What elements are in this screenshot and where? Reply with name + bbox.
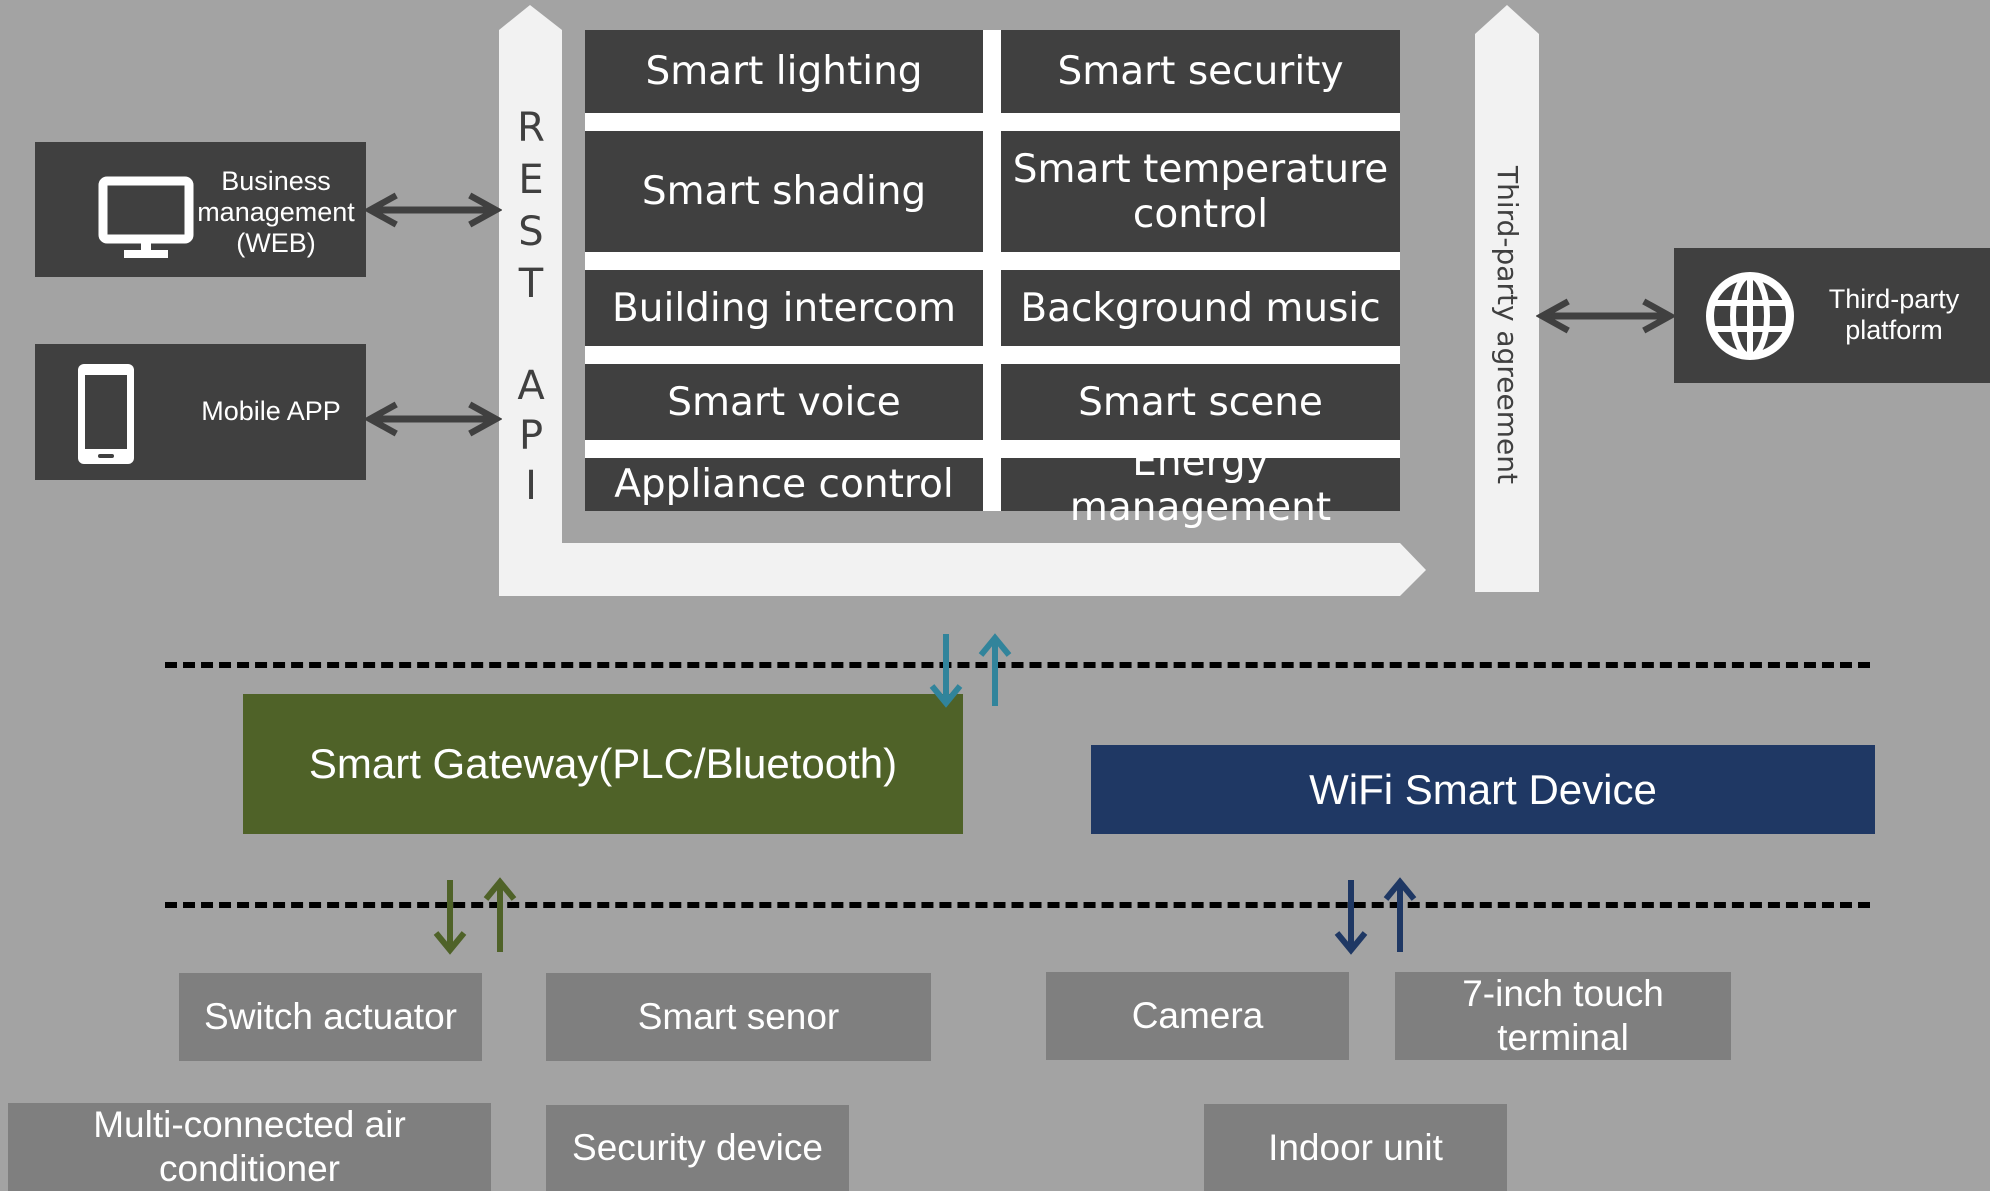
rest-api-label: R E S T A P I	[499, 104, 563, 524]
separator-line-bottom	[165, 902, 1870, 908]
device-camera: Camera	[1046, 972, 1349, 1060]
wifi-smart-device-box: WiFi Smart Device	[1091, 745, 1875, 834]
gateway-device-arrows	[433, 877, 517, 955]
function-smart-voice: Smart voice	[585, 364, 983, 440]
device-air-conditioner: Multi-connected air conditioner	[8, 1103, 491, 1191]
business-label-line-3: (WEB)	[236, 228, 316, 258]
platform-label-line-2: platform	[1845, 315, 1943, 345]
function-appliance-control: Appliance control	[585, 458, 983, 511]
api-letter-p: P	[518, 413, 544, 459]
function-smart-security: Smart security	[1001, 30, 1400, 113]
function-smart-scene: Smart scene	[1001, 364, 1400, 440]
device-security-device: Security device	[546, 1105, 849, 1191]
globe-icon	[1706, 272, 1794, 360]
mobile-app-label: Mobile APP	[201, 396, 341, 426]
device-switch-actuator: Switch actuator	[179, 973, 482, 1061]
platform-label-line-1: Third-party	[1828, 284, 1960, 314]
function-smart-shading: Smart shading	[585, 131, 983, 252]
api-letter-a: A	[517, 363, 545, 409]
device-smart-senor: Smart senor	[546, 973, 931, 1061]
cloud-gateway-arrows	[929, 633, 1012, 708]
rest-letter-t: T	[518, 261, 544, 307]
api-letter-i: I	[525, 463, 537, 509]
rest-letter-e: E	[518, 157, 544, 203]
third-party-agreement-pillar	[1475, 5, 1539, 592]
function-smart-temperature-control: Smart temperature control	[1001, 131, 1400, 252]
business-label-line-2: management	[197, 197, 355, 227]
device-touch-terminal: 7-inch touch terminal	[1395, 972, 1731, 1060]
function-smart-lighting: Smart lighting	[585, 30, 983, 113]
rest-letter-r: R	[517, 105, 545, 151]
business-label-line-1: Business	[221, 166, 331, 196]
wifi-device-arrows	[1334, 877, 1417, 955]
business-management-box: Business management (WEB)	[35, 142, 366, 277]
monitor-icon	[98, 176, 194, 258]
function-grid: Smart lighting Smart security Smart shad…	[585, 30, 1400, 530]
rest-letter-s: S	[518, 209, 544, 255]
separator-line-top	[165, 662, 1870, 668]
smartphone-icon	[78, 364, 134, 464]
mobile-app-box: Mobile APP	[35, 344, 366, 480]
smart-gateway-box: Smart Gateway(PLC/Bluetooth)	[243, 694, 963, 834]
third-party-platform-box: Third-party platform	[1674, 248, 1990, 383]
device-indoor-unit: Indoor unit	[1204, 1104, 1507, 1191]
function-building-intercom: Building intercom	[585, 270, 983, 346]
function-background-music: Background music	[1001, 270, 1400, 346]
